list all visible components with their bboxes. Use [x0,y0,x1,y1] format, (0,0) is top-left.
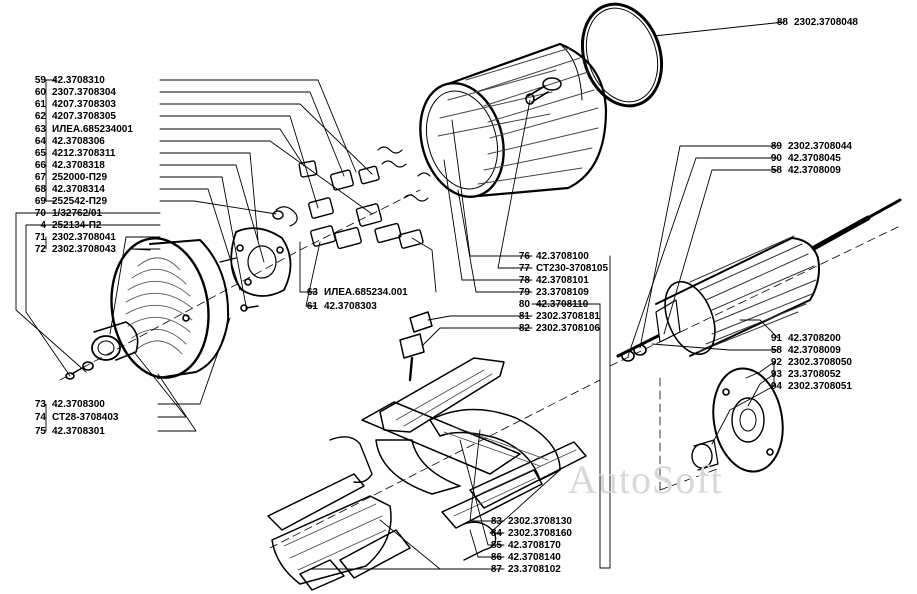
assembly-axis [59,189,901,549]
leader-lines [15,21,785,570]
field-coil-assembly [267,311,587,591]
bearing-cap [65,321,139,380]
end-plate-92 [691,367,784,473]
armature-91 [616,198,902,362]
stator-housing-76 [419,42,608,199]
brush-plate [219,227,292,312]
o-ring-88 [580,2,664,108]
watermark-text: AutoSoft [568,457,723,502]
end-cover-72 [110,237,230,379]
brush-holder-assembly [272,146,431,250]
